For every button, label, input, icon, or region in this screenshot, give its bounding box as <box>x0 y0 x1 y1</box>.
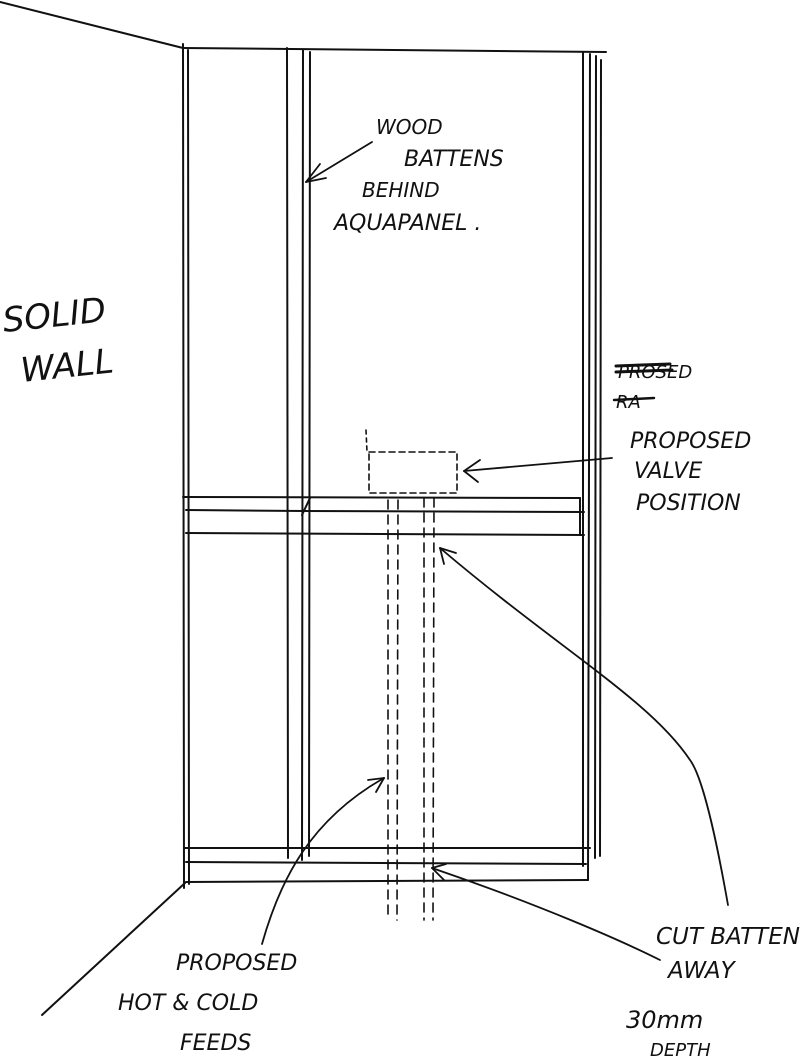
label-solid-wall-line2: WALL <box>19 341 116 391</box>
label-valve-line2: VALVE <box>634 459 702 484</box>
label-feeds-line1: PROPOSED <box>176 951 297 976</box>
label-feeds-line2: HOT & COLD <box>118 991 258 1016</box>
label-solid-wall: SOLID WALL <box>1 290 116 391</box>
label-crossed-line1: PROSED <box>618 362 692 383</box>
label-valve-line3: POSITION <box>636 491 741 516</box>
wall-panel-outline <box>182 43 607 889</box>
label-feeds-line3: FEEDS <box>180 1031 251 1056</box>
horizontal-batten-middle <box>182 496 585 536</box>
pipe-feeds <box>387 497 435 921</box>
label-cut-batten: CUT BATTEN AWAY <box>656 924 800 984</box>
label-battens-line4: AQUAPANEL . <box>332 211 481 236</box>
label-cut-line1: CUT BATTEN <box>656 924 800 950</box>
room-corner-lines <box>0 1 186 1016</box>
label-crossed-out: PROSED RA <box>612 362 692 413</box>
label-solid-wall-line1: SOLID <box>1 290 108 341</box>
label-battens-line3: BEHIND <box>362 178 440 202</box>
annotation-arrows <box>261 141 729 961</box>
label-crossed-line2: RA <box>616 392 641 413</box>
valve-position-box <box>365 429 458 494</box>
right-edge-battens <box>582 51 602 867</box>
label-depth-line2: DEPTH <box>650 1040 711 1061</box>
label-depth-line1: 30mm <box>626 1006 703 1034</box>
label-valve-line1: PROPOSED <box>630 429 751 454</box>
label-wood-battens: WOOD BATTENS BEHIND AQUAPANEL . <box>332 115 504 236</box>
label-valve-position: PROPOSED VALVE POSITION <box>630 429 751 516</box>
label-depth: 30mm DEPTH <box>626 1006 711 1061</box>
label-hot-cold-feeds: PROPOSED HOT & COLD FEEDS <box>118 951 297 1056</box>
vertical-batten-left <box>286 47 311 861</box>
label-battens-line2: BATTENS <box>404 147 504 172</box>
label-battens-line1: WOOD <box>376 115 443 139</box>
label-cut-line2: AWAY <box>666 958 737 984</box>
